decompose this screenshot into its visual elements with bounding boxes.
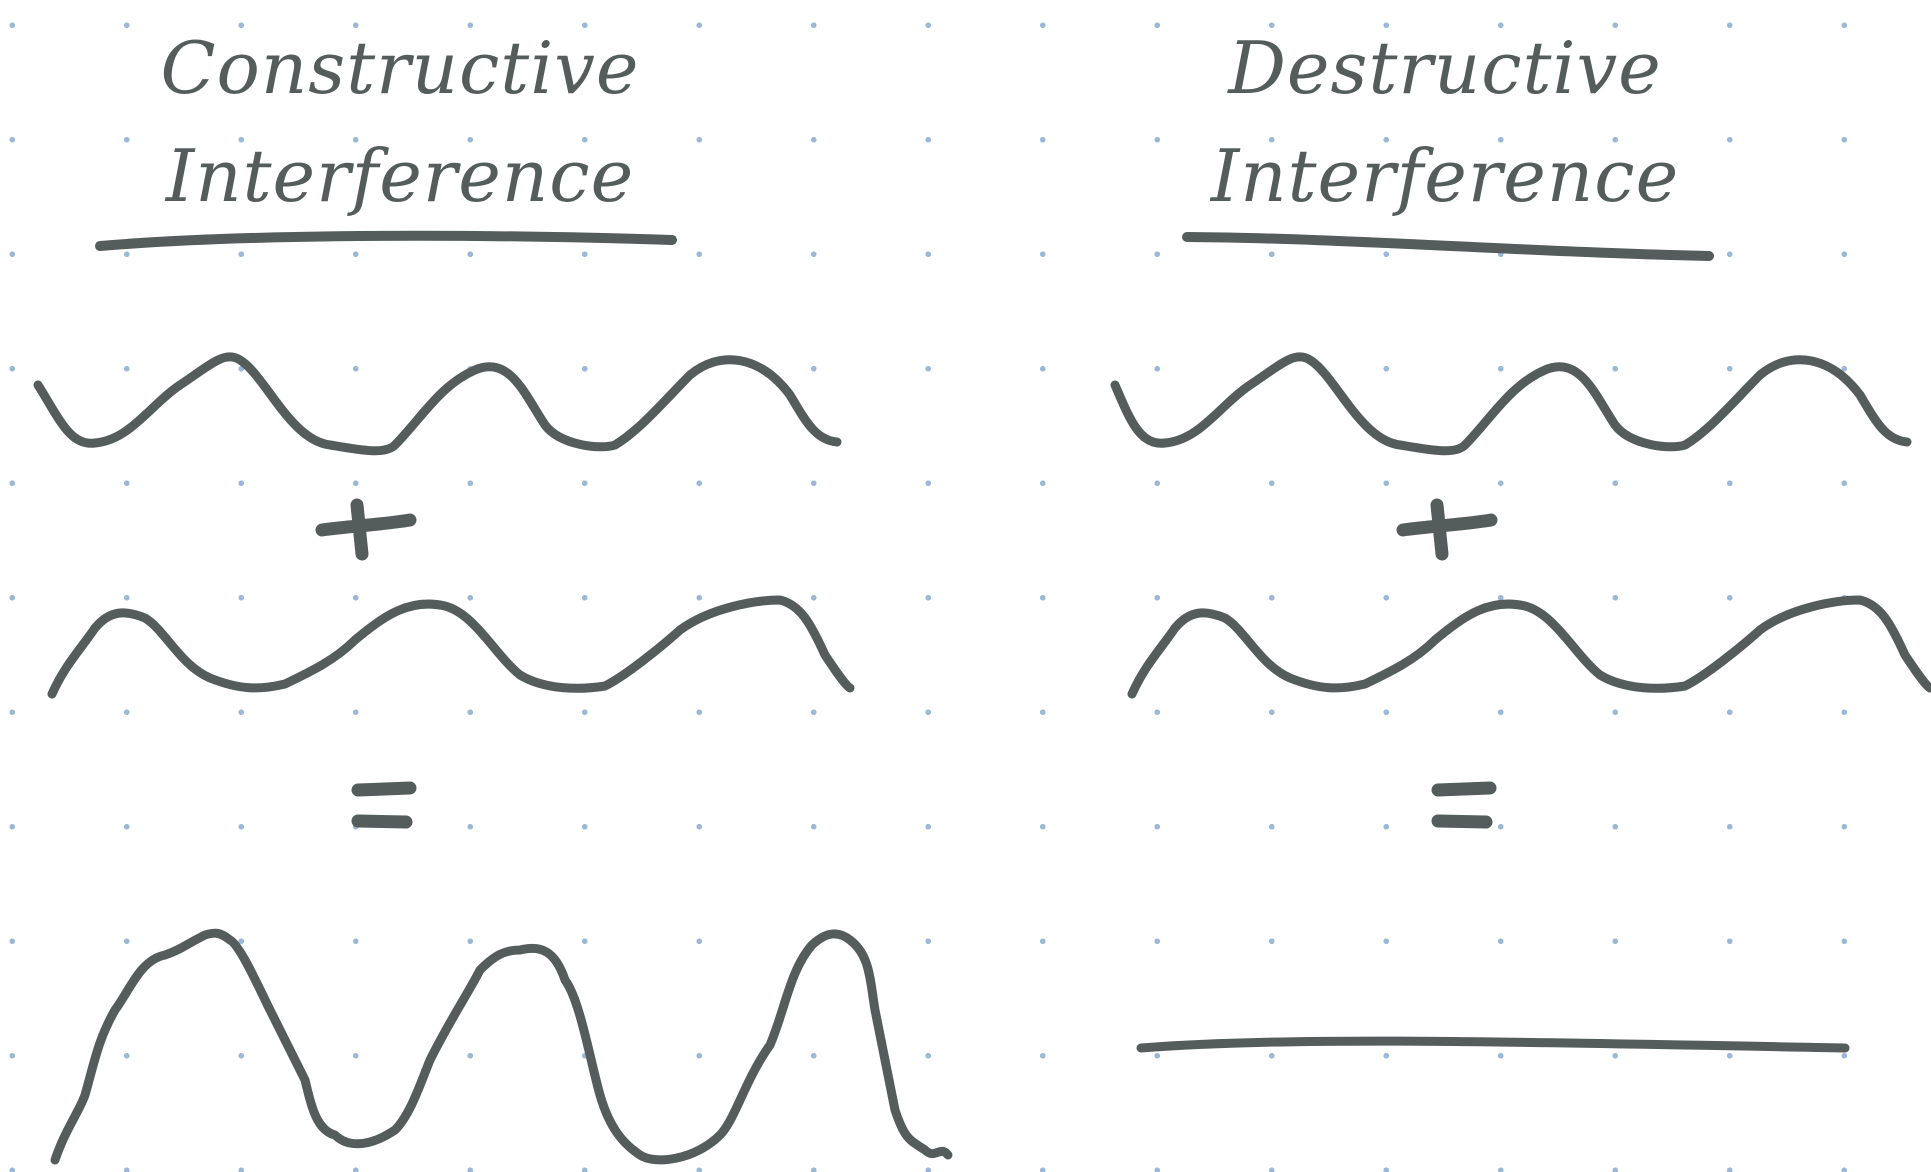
destructive-plus-horizontal [1396,513,1498,537]
constructive-title-underline [95,230,677,251]
destructive-equals-top [1431,781,1497,797]
constructive-wave-b [47,595,855,699]
constructive-title-line1: Constructive [160,26,640,110]
constructive-plus-horizontal [315,513,417,537]
destructive-plus-vertical [1430,498,1449,561]
destructive-wave-b [1127,595,1931,699]
destructive-equals-bottom [1431,814,1493,829]
destructive-drawing [1110,232,1931,1053]
constructive-drawing [33,230,953,1165]
constructive-equals-bottom [351,814,413,829]
constructive-title-line2: Interference [165,134,635,218]
destructive-title: Destructive Interference [1145,14,1745,230]
constructive-equals-top [351,781,417,797]
constructive-wave-a [33,352,842,456]
constructive-result-wave [50,928,953,1165]
destructive-result-flat-line [1136,1036,1850,1053]
destructive-title-underline [1182,232,1714,261]
destructive-panel: Destructive Interference [965,0,1931,1172]
constructive-plus-vertical [350,498,369,561]
constructive-title: Constructive Interference [100,14,700,230]
destructive-title-line2: Interference [1210,134,1680,218]
constructive-panel: Constructive Interference [0,0,965,1172]
destructive-wave-a [1110,352,1912,456]
destructive-title-line1: Destructive [1228,26,1662,110]
